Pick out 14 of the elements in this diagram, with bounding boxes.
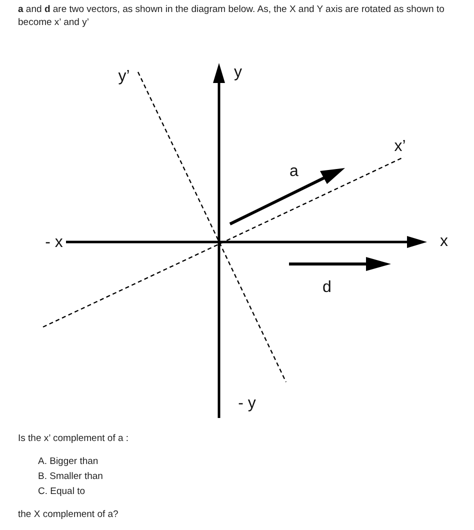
question-text: the X complement of a? bbox=[18, 508, 120, 521]
answer-option: B. Smaller than bbox=[38, 470, 238, 483]
axis-label: y’ bbox=[118, 68, 130, 86]
question-text: Is the x’ complement of a : bbox=[18, 432, 130, 445]
intro-text: a and d are two vectors, as shown in the diagram below. As, the X and Y axis are rotated as shown to become x’ and y’ bbox=[18, 3, 446, 29]
axis-label: x’ bbox=[394, 138, 406, 156]
axis-label: - y bbox=[238, 395, 256, 413]
vector-label: a bbox=[290, 163, 298, 181]
answer-option: A. Bigger than bbox=[38, 455, 238, 468]
axis-label: y bbox=[234, 64, 242, 82]
vector-label: d bbox=[322, 279, 332, 297]
axis-label: x bbox=[440, 233, 448, 251]
answer-option: C. Equal to bbox=[38, 485, 238, 498]
axis-label: - x bbox=[45, 234, 63, 252]
